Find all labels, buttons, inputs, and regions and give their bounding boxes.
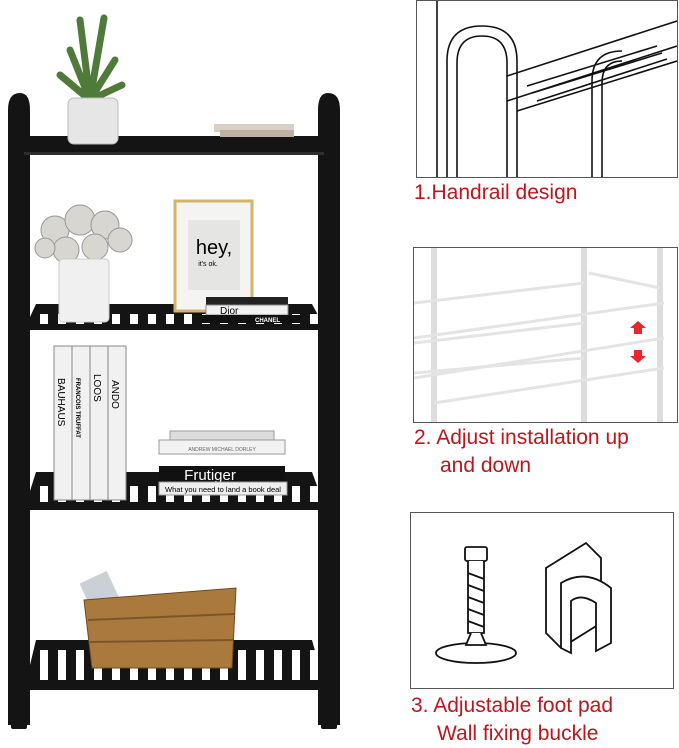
handrail-detail-image — [416, 0, 678, 178]
book-title: CHANEL — [255, 318, 280, 324]
shelf-slat-gap — [130, 486, 138, 502]
shelf-slat-gap — [130, 314, 138, 324]
shelf-slat-gap — [40, 486, 48, 502]
shelf-slat-gap — [238, 650, 246, 680]
shelf-slat-gap — [76, 650, 84, 680]
shelf-slat-gap — [256, 650, 264, 680]
adjustable-shelf-detail-image — [413, 247, 678, 423]
shelf-slat-gap — [310, 486, 318, 502]
shelf-slat-gap — [40, 650, 48, 680]
caption-line: and down — [440, 454, 532, 477]
shelf-slat-gap — [166, 314, 174, 324]
book-title: What you need to land a book deal — [165, 485, 281, 494]
spine-books: BAUHAUS FRANCOIS TRUFFAT LOOS ANDO — [53, 345, 127, 501]
small-book-stack — [214, 124, 294, 137]
feature-caption-1: 1.Handrail design — [414, 179, 577, 207]
frame-text: hey, — [196, 237, 232, 259]
shelf-product-image: hey, it's ok. Dior CHANEL BAUHAUS FRANCO… — [8, 14, 340, 729]
shelf-slat-gap — [148, 486, 156, 502]
shelf-slat-gap — [310, 650, 318, 680]
potted-plant — [56, 14, 126, 145]
brand-books: Dior CHANEL — [202, 297, 300, 324]
book-title: FRANCOIS TRUFFAT — [74, 378, 80, 438]
handrail-illustration — [436, 1, 677, 177]
picture-frame: hey, it's ok. — [173, 199, 254, 313]
feature-caption-2: 2. Adjust installation up and down — [414, 424, 629, 480]
book-title: BAUHAUS — [55, 378, 66, 427]
feature-caption-3: 3. Adjustable foot pad Wall fixing buckl… — [411, 692, 613, 748]
flower-vase — [34, 204, 133, 323]
stacked-books: ANDREW MICHAEL DORLEY Frutiger What you … — [158, 430, 288, 496]
shelf-slat-gap — [310, 314, 318, 324]
wicker-basket — [79, 570, 237, 669]
adjustable-shelf-illustration — [414, 248, 665, 422]
foot-pad-icon — [435, 546, 517, 664]
shelf-slat-gap — [40, 314, 48, 324]
caption-line: Wall fixing buckle — [437, 722, 599, 745]
book-title: LOOS — [91, 374, 102, 402]
caption-line: 1.Handrail design — [414, 181, 578, 204]
up-down-arrows-icon — [630, 321, 646, 363]
shelf-slat-gap — [292, 486, 300, 502]
shelf-slat-gap — [58, 650, 66, 680]
caption-line: 3. Adjustable foot pad — [411, 694, 613, 717]
shelf-slat-gap — [184, 314, 192, 324]
caption-line: 2. Adjust installation up — [414, 426, 629, 449]
shelf-frame — [8, 93, 340, 729]
shelf-slat-gap — [112, 314, 120, 324]
wall-buckle-icon — [545, 541, 612, 655]
frame-subtext: it's ok. — [198, 261, 218, 268]
shelf-slat-gap — [292, 650, 300, 680]
book-title: Dior — [220, 306, 239, 317]
book-title: Frutiger — [184, 467, 236, 484]
foot-pad-buckle-detail-image — [410, 512, 674, 689]
book-title: ANDREW MICHAEL DORLEY — [188, 447, 256, 453]
shelf-slat-gap — [274, 650, 282, 680]
book-title: ANDO — [109, 380, 120, 409]
shelf-slat-gap — [148, 314, 156, 324]
foot-pad-and-buckle-illustration — [435, 541, 612, 664]
